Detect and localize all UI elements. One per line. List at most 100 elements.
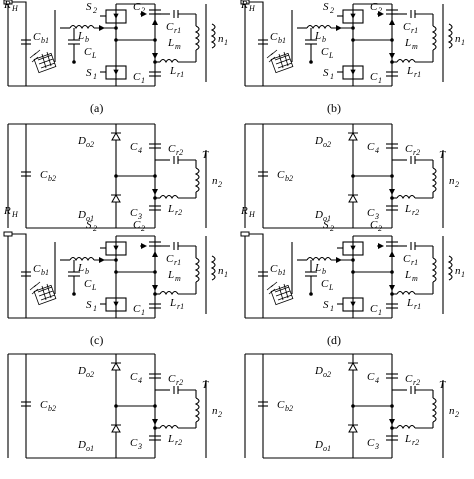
load-resistor-sub: H xyxy=(248,4,256,13)
turns-n1-sub: 1 xyxy=(224,38,228,47)
diode-do1-label: D xyxy=(77,209,86,221)
load-resistor-label: R xyxy=(3,0,11,11)
cap-c3-label: C xyxy=(367,437,375,449)
cap-cr1-sub: r1 xyxy=(411,26,418,35)
ind-lr2-sub: r2 xyxy=(412,438,419,447)
panel-caption: (c) xyxy=(90,333,103,347)
ind-lr1-label: L xyxy=(406,65,413,77)
panel-c: D o2 C 4 C r2 T C b2 n 2 D o1 C 3 L r2 R… xyxy=(3,124,228,347)
ind-lr1-label: L xyxy=(169,65,176,77)
cap-b2-label: C xyxy=(40,399,48,411)
turns-n2-label: n xyxy=(212,175,218,187)
cap-cr2-sub: r2 xyxy=(176,378,183,387)
switch-s1-sub: 1 xyxy=(93,72,97,81)
ind-lr1-label: L xyxy=(169,297,176,309)
cap-cl-label: C xyxy=(321,278,329,290)
diode-do2-sub: o2 xyxy=(323,140,331,149)
cap-b2-sub: b2 xyxy=(285,174,293,183)
cap-b1-label: C xyxy=(33,263,41,275)
diode-do1-sub: o1 xyxy=(86,444,94,453)
inductor-lb-label: L xyxy=(77,30,84,42)
ind-lm-label: L xyxy=(404,37,411,49)
cap-b1-sub: b1 xyxy=(278,268,286,277)
diode-do1-label: D xyxy=(314,209,323,221)
cap-c2-sub: 2 xyxy=(378,6,382,15)
cap-cr1-label: C xyxy=(166,21,174,33)
inductor-lb-sub: b xyxy=(322,35,326,44)
switch-s2-sub: 2 xyxy=(93,224,97,233)
turns-n1-label: n xyxy=(455,265,461,277)
ind-lr2-label: L xyxy=(167,433,174,445)
ind-lr2-label: L xyxy=(404,433,411,445)
cap-c2-sub: 2 xyxy=(141,224,145,233)
transformer-label: T xyxy=(202,379,209,391)
cap-b2-sub: b2 xyxy=(285,404,293,413)
transformer-label: T xyxy=(439,149,446,161)
switch-s2-label: S xyxy=(86,219,92,231)
cap-c4-sub: 4 xyxy=(375,376,379,385)
cap-c3-label: C xyxy=(367,207,375,219)
panel-caption: (b) xyxy=(327,101,341,115)
ind-lr1-label: L xyxy=(406,297,413,309)
panel-caption: (d) xyxy=(327,333,341,347)
switch-s1-label: S xyxy=(323,299,329,311)
switch-s2-label: S xyxy=(86,1,92,13)
ind-lm-sub: m xyxy=(175,274,181,283)
cap-b2-label: C xyxy=(277,399,285,411)
cap-cl-label: C xyxy=(84,278,92,290)
switch-s1-label: S xyxy=(323,67,329,79)
panel-d: D o2 C 4 C r2 T C b2 n 2 D o1 C 3 L r2 R… xyxy=(240,124,465,347)
turns-n2-sub: 2 xyxy=(218,180,222,189)
cap-cr1-label: C xyxy=(166,253,174,265)
ind-lm-sub: m xyxy=(412,42,418,51)
cap-c1-label: C xyxy=(133,303,141,315)
cap-cl-sub: L xyxy=(328,283,334,292)
transformer-label: T xyxy=(439,379,446,391)
load-resistor-sub: H xyxy=(11,4,19,13)
inductor-lb-label: L xyxy=(314,30,321,42)
load-resistor-label: R xyxy=(240,0,248,11)
panel-e: D o2 C 4 C r2 T C b2 n 2 D o1 C 3 L r2 xyxy=(8,354,222,458)
ind-lr1-sub: r1 xyxy=(177,70,184,79)
cap-cr2-label: C xyxy=(405,143,413,155)
cap-c2-sub: 2 xyxy=(141,6,145,15)
cap-b1-label: C xyxy=(33,31,41,43)
cap-c4-label: C xyxy=(130,141,138,153)
cap-b2-label: C xyxy=(40,169,48,181)
cap-cr2-sub: r2 xyxy=(413,148,420,157)
cap-b1-label: C xyxy=(270,31,278,43)
cap-c2-sub: 2 xyxy=(378,224,382,233)
cap-b1-label: C xyxy=(270,263,278,275)
switch-s2-sub: 2 xyxy=(93,6,97,15)
cap-cl-sub: L xyxy=(91,283,97,292)
cap-cr2-sub: r2 xyxy=(176,148,183,157)
switch-s1-sub: 1 xyxy=(93,304,97,313)
ind-lm-label: L xyxy=(167,37,174,49)
switch-s2-sub: 2 xyxy=(330,224,334,233)
diode-do1-sub: o1 xyxy=(323,214,331,223)
turns-n1-sub: 1 xyxy=(224,270,228,279)
ind-lr1-sub: r1 xyxy=(414,302,421,311)
cap-cr1-sub: r1 xyxy=(174,258,181,267)
ind-lr2-label: L xyxy=(167,203,174,215)
diode-do2-label: D xyxy=(77,365,86,377)
inductor-lb-sub: b xyxy=(322,267,326,276)
cap-b2-sub: b2 xyxy=(48,174,56,183)
diode-do1-sub: o1 xyxy=(323,444,331,453)
cap-c3-label: C xyxy=(130,437,138,449)
turns-n2-label: n xyxy=(212,405,218,417)
ind-lm-sub: m xyxy=(175,42,181,51)
turns-n1-sub: 1 xyxy=(461,38,465,47)
cap-cr2-label: C xyxy=(168,373,176,385)
cap-c4-sub: 4 xyxy=(375,146,379,155)
cap-c1-sub: 1 xyxy=(378,308,382,317)
cap-c3-sub: 3 xyxy=(374,442,379,451)
inductor-lb-sub: b xyxy=(85,35,89,44)
cap-c1-sub: 1 xyxy=(378,76,382,85)
panel-b: R H C b1 S 2 L b C 2 C r1 C L L m n 1 S … xyxy=(240,0,465,115)
cap-c4-sub: 4 xyxy=(138,146,142,155)
inductor-lb-label: L xyxy=(314,262,321,274)
diode-do2-sub: o2 xyxy=(86,140,94,149)
cap-c1-label: C xyxy=(370,71,378,83)
